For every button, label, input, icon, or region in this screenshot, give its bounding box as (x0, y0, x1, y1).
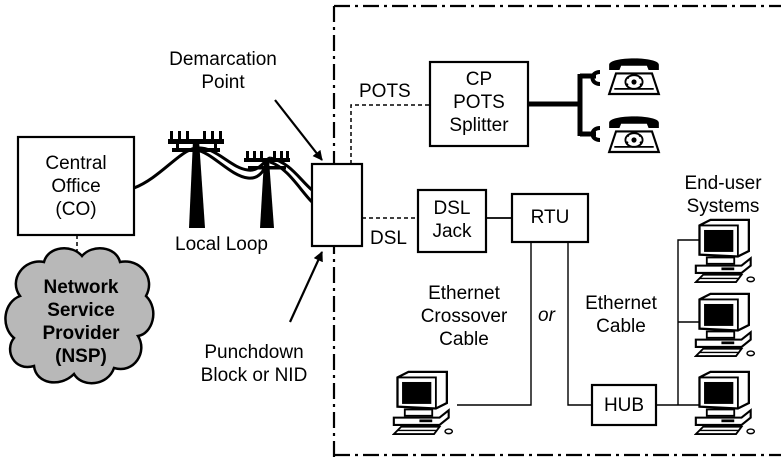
telephone-icon (608, 57, 660, 96)
central-office-box (16, 135, 136, 237)
arrow-icon (274, 99, 323, 161)
utility-pole-icon (168, 131, 224, 228)
ethernet-cable-label: Ethernet Cable (585, 293, 657, 337)
hub-label: HUB (603, 395, 645, 416)
network-service-provider-label: Network Service Provider (NSP) (42, 277, 120, 367)
ethernet-cable-line (567, 242, 592, 406)
pots-label: POTS (359, 81, 411, 102)
splitter-box (428, 60, 530, 148)
ethernet-crossover-cable-label: Ethernet Crossover Cable (420, 283, 508, 350)
central-office-label: Central Office (CO) (45, 153, 107, 220)
utility-pole-icon (244, 151, 290, 228)
local-loop-label: Local Loop (175, 234, 268, 255)
dsl-jack-box (416, 188, 488, 254)
dsl-label: DSL (370, 228, 407, 249)
or-label: or (538, 305, 555, 326)
rtu-label: RTU (530, 207, 570, 228)
splitter-label: CP POTS Splitter (449, 69, 509, 136)
computer-icon (694, 292, 756, 358)
hub-bus-line (656, 239, 700, 406)
local-loop-wire (133, 146, 271, 190)
computer-icon (694, 370, 756, 436)
rtu-box (510, 192, 590, 244)
pots-line (350, 104, 430, 164)
cloud-icon (4, 247, 155, 385)
demarcation-point-label: Demarcation Point (169, 49, 277, 93)
dsl-jack-label: DSL Jack (432, 198, 472, 242)
arrow-icon (288, 251, 324, 323)
telephone-icon (608, 115, 660, 154)
crossover-cable-line (457, 242, 532, 406)
punchdown-block-label: Punchdown Block or NID (200, 342, 308, 386)
end-user-systems-label: End-user Systems (684, 173, 762, 217)
computer-icon (694, 218, 756, 284)
hub-box (590, 383, 658, 427)
punchdown-block-box (310, 162, 364, 248)
computer-icon (392, 370, 454, 436)
